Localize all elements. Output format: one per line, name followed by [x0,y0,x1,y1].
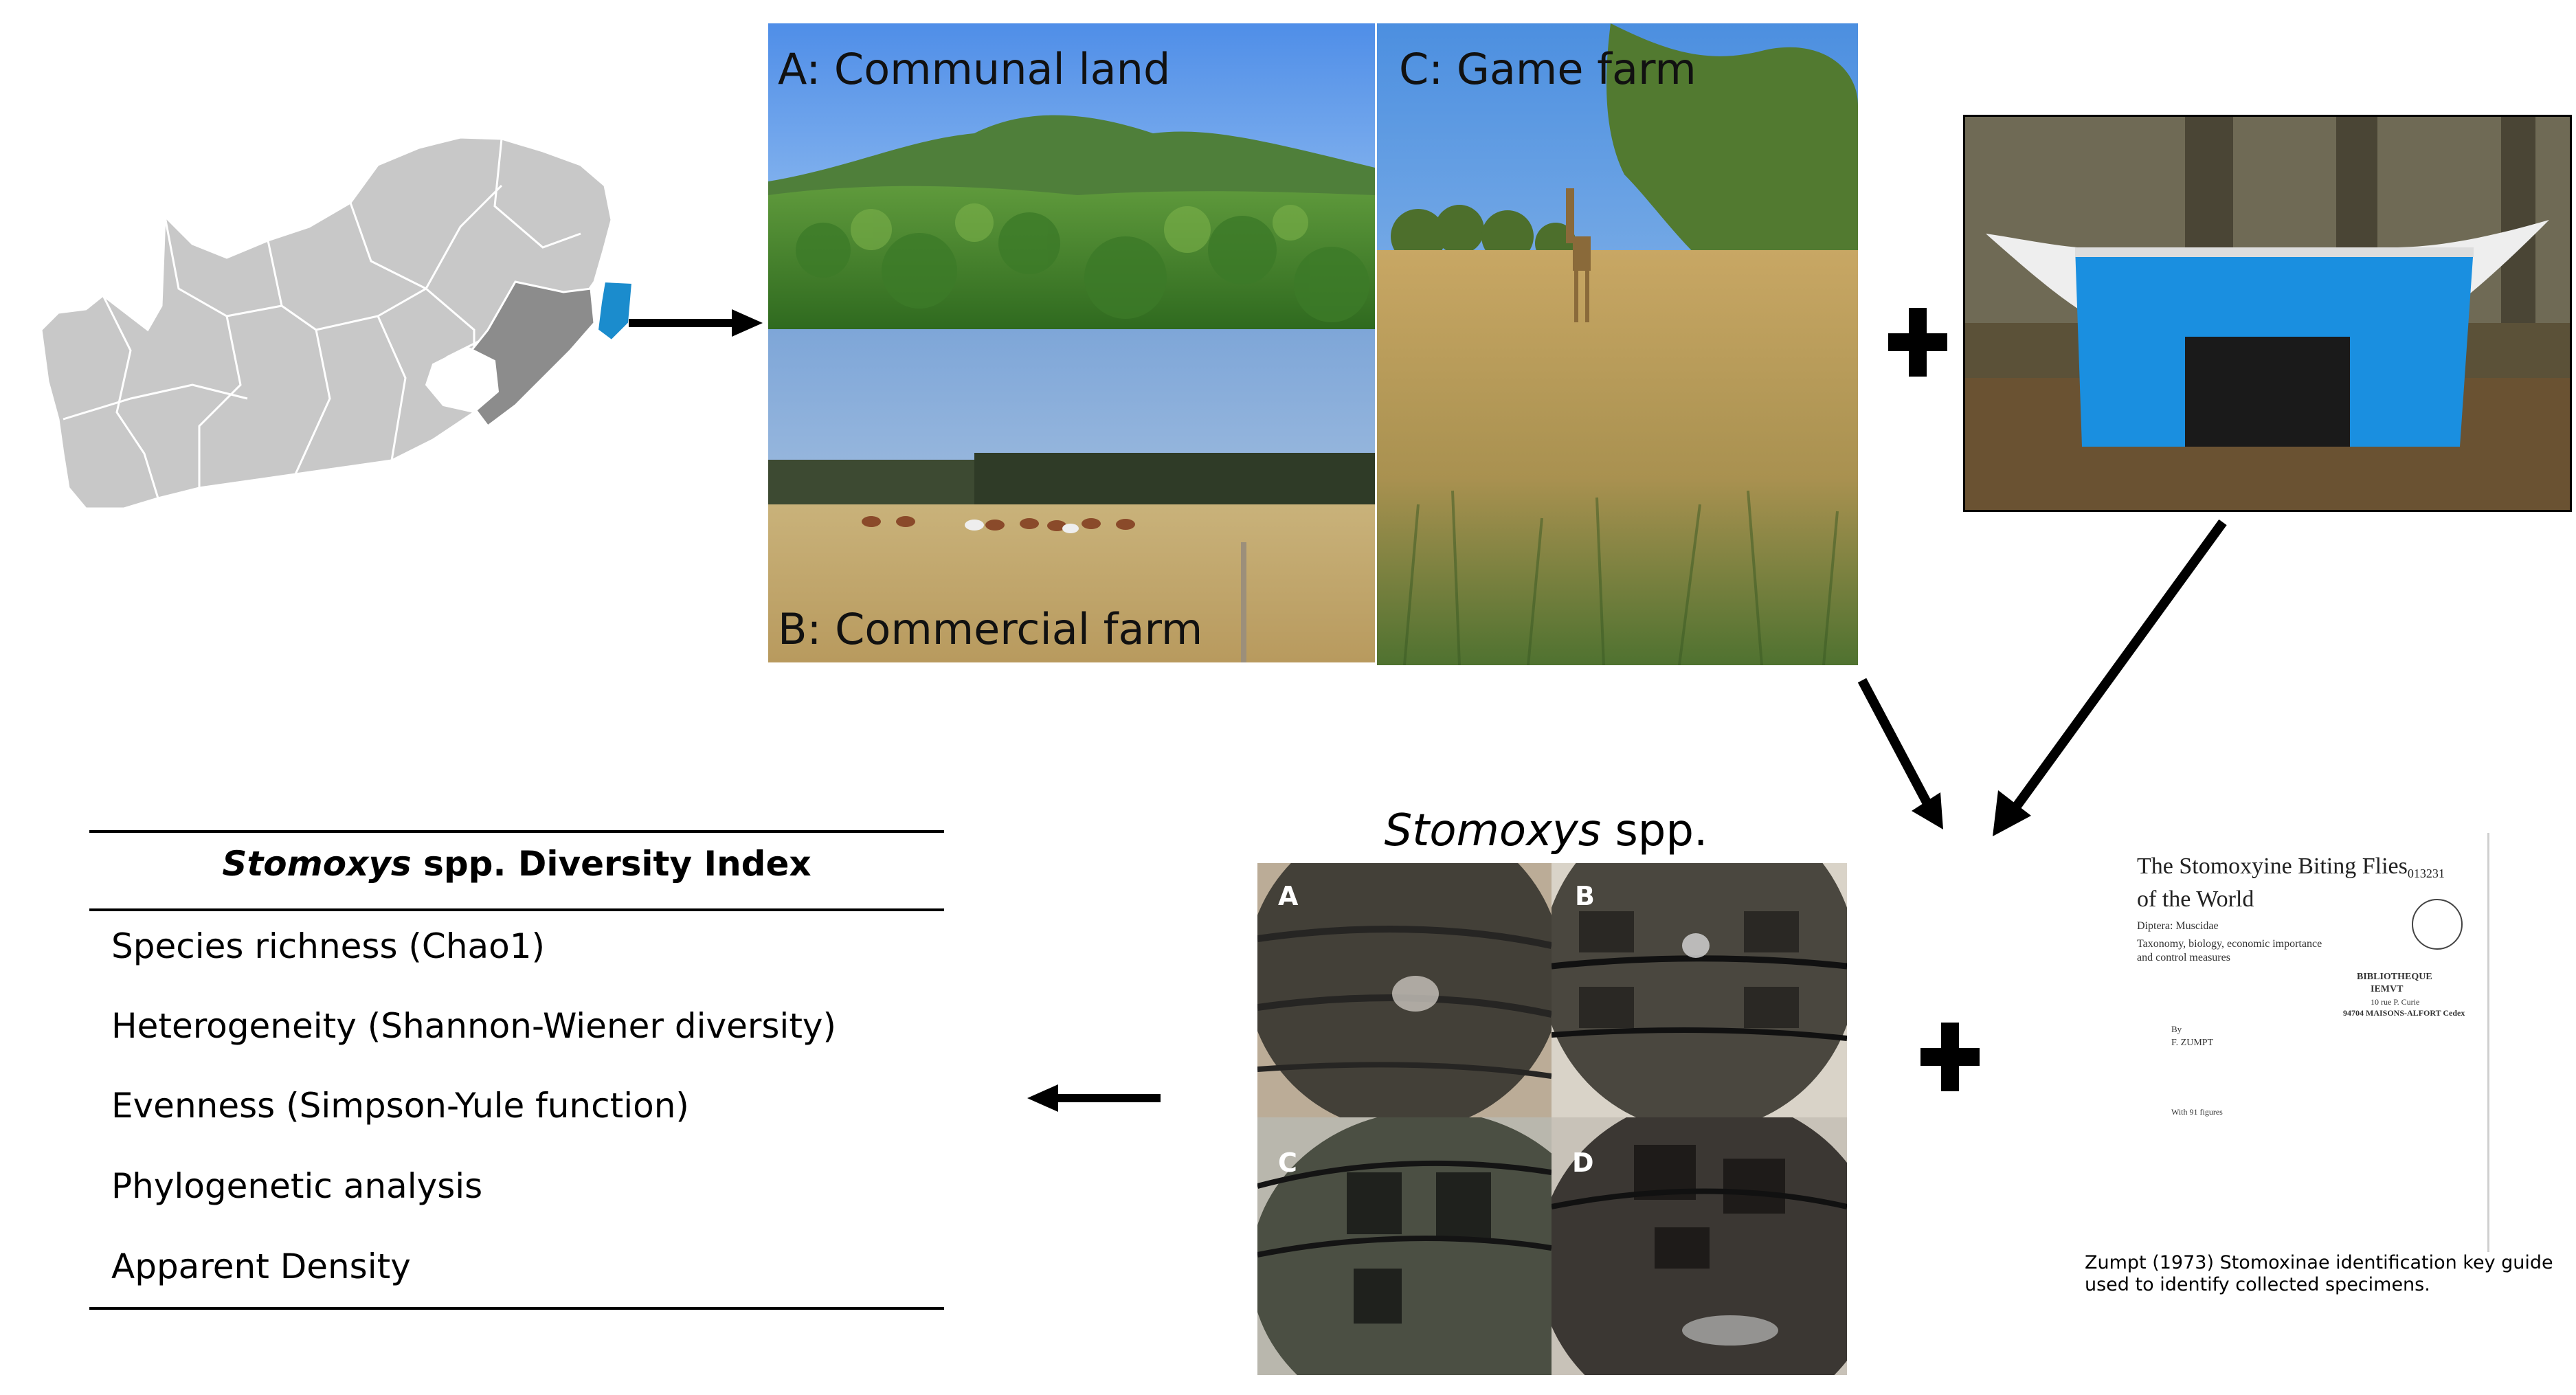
fly-photo-c: C [1257,1117,1552,1375]
arrow-map-to-photos [629,309,763,337]
book-title: The Stomoxyine Biting Flies013231 of the… [2137,853,2522,913]
arrow-photos-to-flies [1857,678,1943,829]
lesotho-enclave [425,346,500,414]
fly-label-c: C [1278,1148,1297,1178]
table-header: Stomoxys spp. Diversity Index [89,844,944,884]
label-communal-land: A: Communal land [778,44,1171,94]
table-bottom-rule [89,1307,944,1310]
fly-label-d: D [1572,1148,1594,1178]
south-africa-map [21,124,639,550]
photo-commercial-farm: B: Commercial farm [768,329,1375,662]
country-outline [40,136,613,510]
book-subtitle-line2: and control measures [2137,952,2230,963]
library-line2: IEMVT [2371,984,2404,994]
photo-game-farm: C: Game farm [1377,23,1858,665]
zumpt-book-cover: The Stomoxyine Biting Flies013231 of the… [2068,833,2489,1252]
fly-label-a: A [1278,881,1299,911]
table-header-italic: Stomoxys [222,844,412,884]
giraffe-silhouette [1566,188,1591,322]
library-line3: 10 rue P. Curie [2371,997,2420,1007]
table-row: Evenness (Simpson-Yule function) [111,1086,689,1126]
label-commercial-farm: B: Commercial farm [778,604,1203,654]
highlighted-district [596,280,634,342]
table-top-rule [89,830,944,833]
book-title-number: 013231 [2407,867,2445,880]
table-row: Apparent Density [111,1247,411,1286]
book-by: By [2171,1024,2182,1034]
book-author: F. ZUMPT [2171,1038,2214,1048]
plus-icon-1 [1888,308,1947,377]
arrow-flies-to-table [1027,1084,1161,1112]
book-subtitle-line1: Taxonomy, biology, economic importance [2137,938,2322,950]
table-row: Phylogenetic analysis [111,1166,483,1206]
plus-icon-2 [1920,1023,1980,1091]
book-figures: With 91 figures [2171,1107,2223,1117]
fly-label-b: B [1575,881,1595,911]
book-diptera: Diptera: Muscidae [2137,920,2219,932]
photo-communal-land: A: Communal land [768,23,1375,329]
library-stamp [2412,899,2463,950]
stomoxys-title-italic: Stomoxys [1384,805,1602,856]
arrow-trap-to-flies [1993,519,2227,836]
stomoxys-title-rest: spp. [1601,805,1708,856]
photo-fly-trap [1963,115,2572,512]
label-game-farm: C: Game farm [1399,44,1696,94]
table-row: Species richness (Chao1) [111,926,546,966]
fly-photo-d: D [1552,1117,1847,1375]
stomoxys-panel-title: Stomoxys spp. [1257,805,1835,856]
library-line1: BIBLIOTHEQUE [2357,972,2432,982]
library-line4: 94704 MAISONS-ALFORT Cedex [2343,1008,2465,1018]
table-row: Heterogeneity (Shannon-Wiener diversity) [111,1006,837,1046]
table-header-rest: spp. Diversity Index [411,844,811,884]
fly-photo-a: A [1257,863,1552,1117]
book-caption: Zumpt (1973) Stomoxinae identification k… [2085,1252,2553,1295]
fly-photo-b: B [1552,863,1847,1117]
book-title-line2: of the World [2137,886,2254,912]
book-title-line1: The Stomoxyine Biting Flies [2137,853,2408,879]
table-header-rule [89,908,944,911]
